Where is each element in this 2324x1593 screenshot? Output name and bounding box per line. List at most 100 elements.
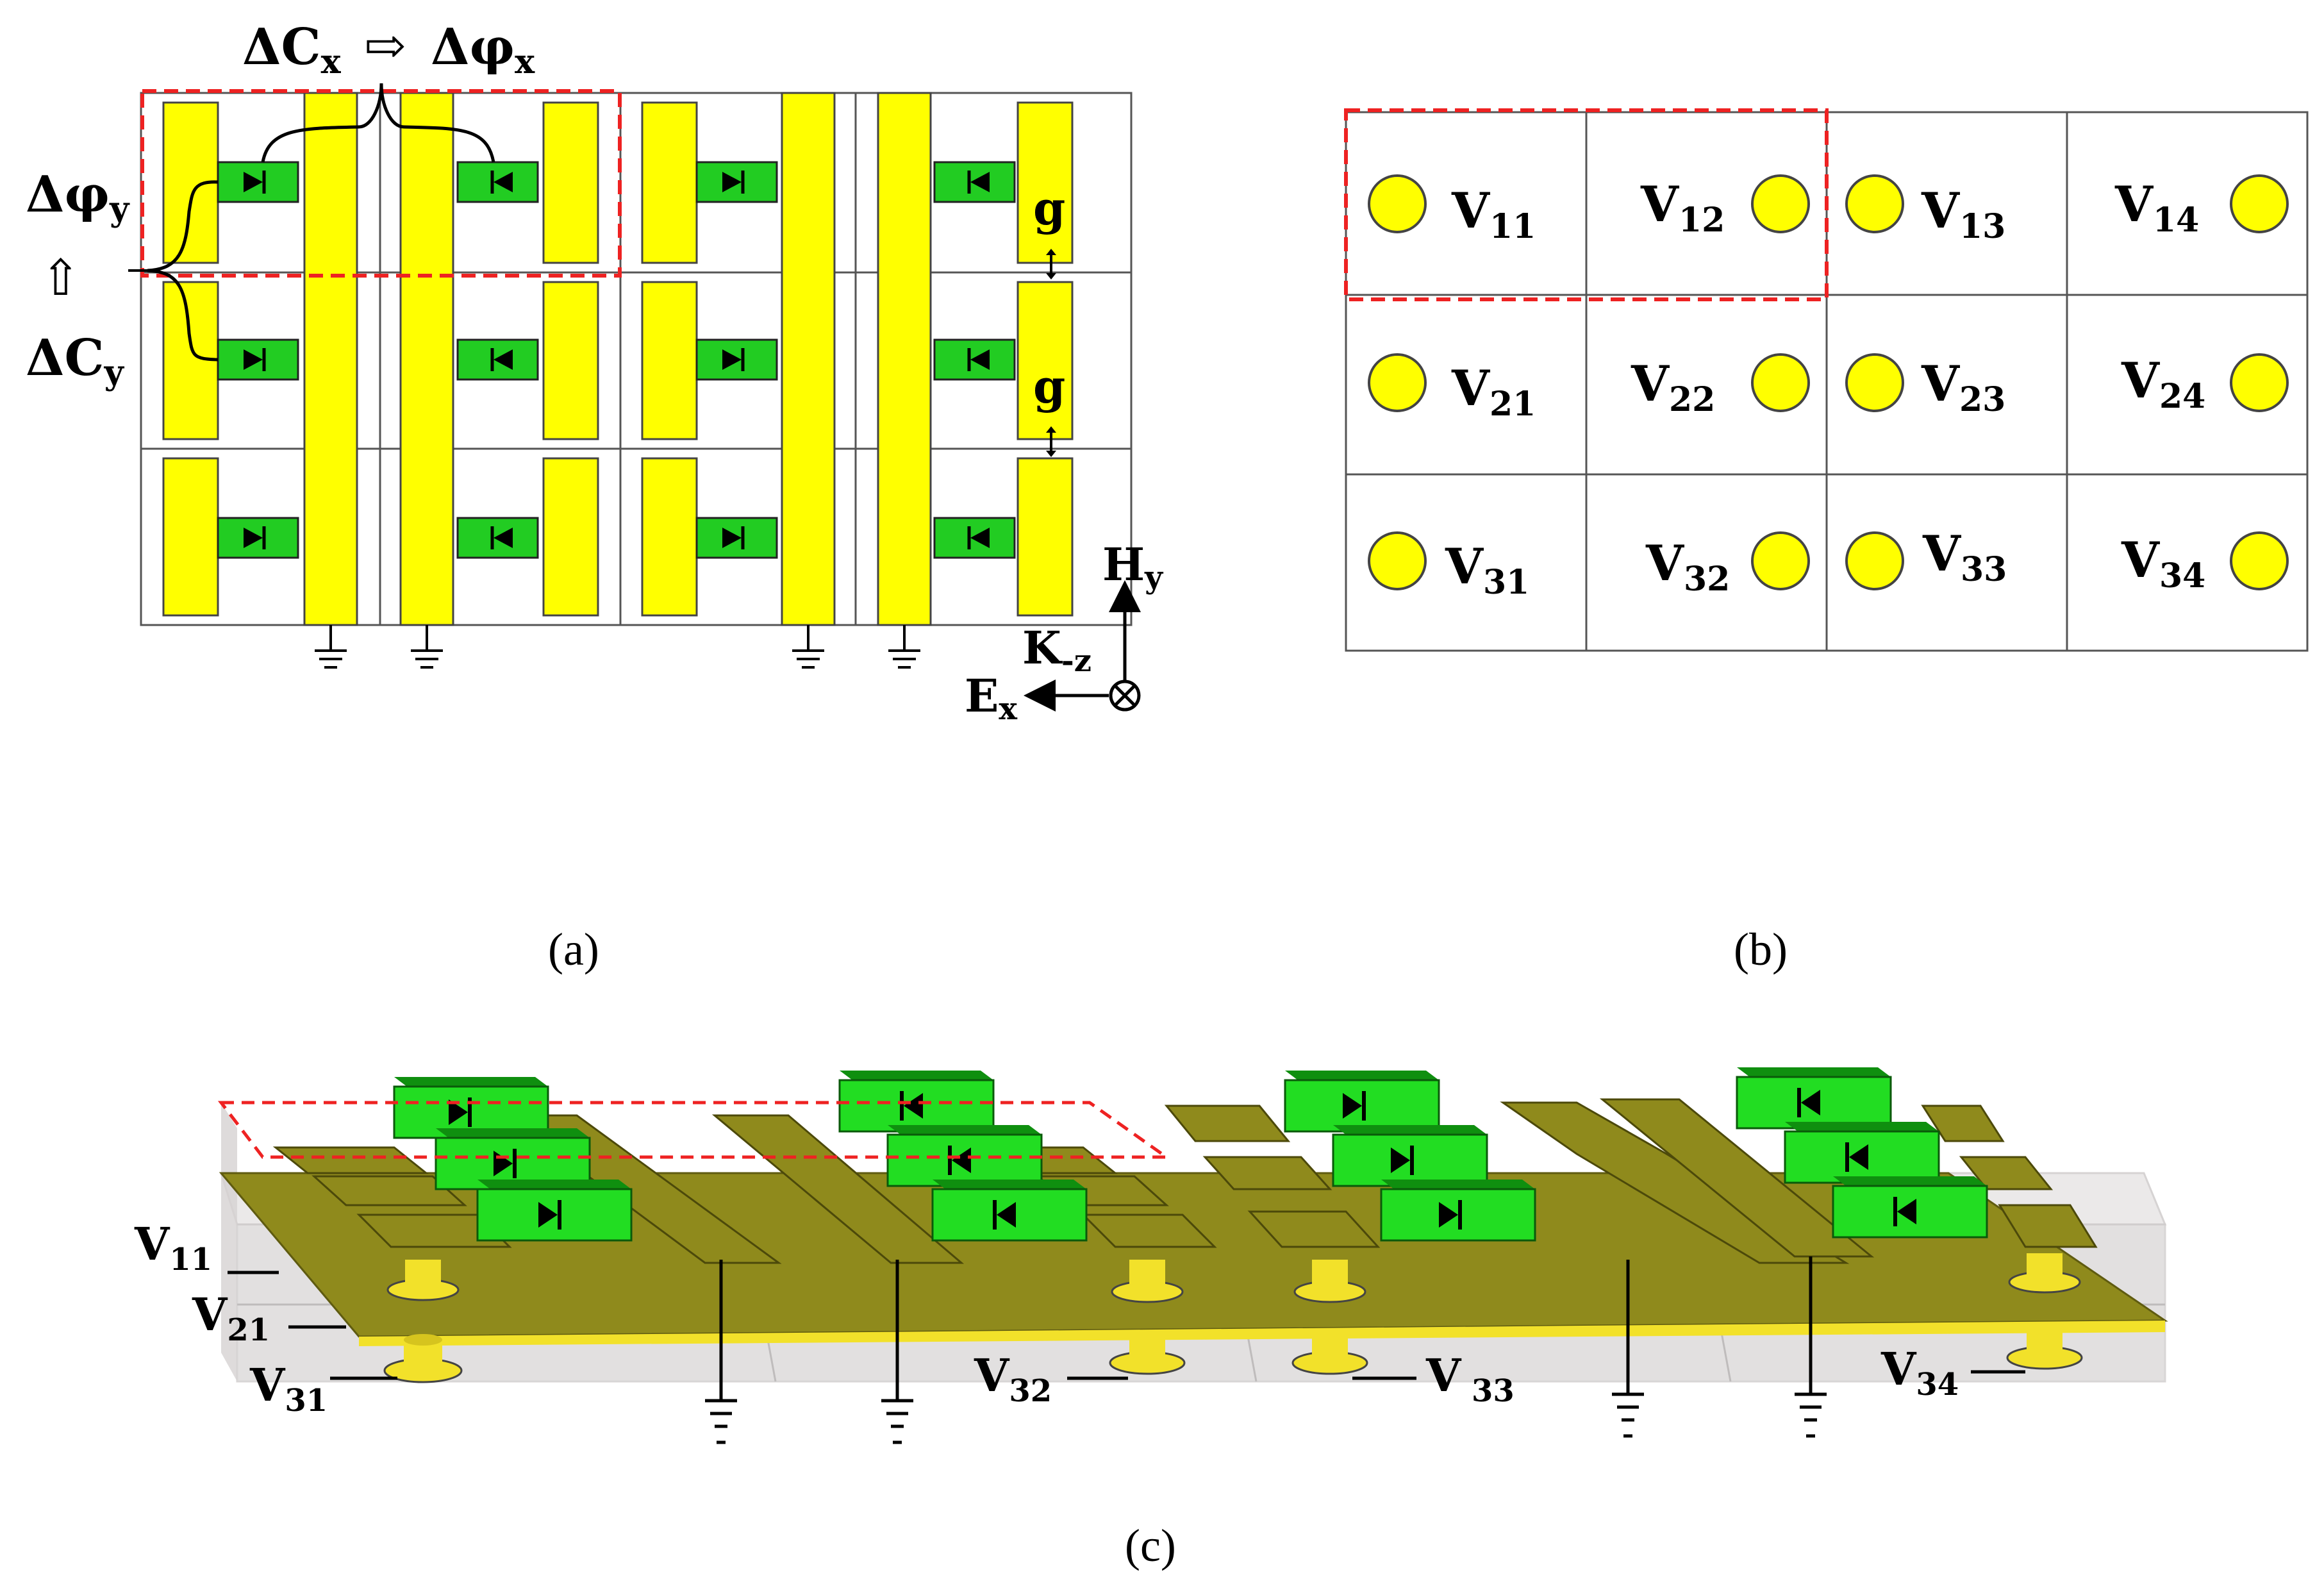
h-axis-label: Hy bbox=[1102, 538, 1164, 596]
diode bbox=[933, 161, 1016, 203]
voltage-label: V13 bbox=[1921, 182, 2005, 246]
patch bbox=[1959, 1156, 2054, 1190]
via-icon bbox=[2006, 1330, 2083, 1370]
diode bbox=[217, 161, 299, 203]
diode bbox=[695, 161, 778, 203]
bias-labels: V11 V21 V31 V32 V 33 V34 bbox=[134, 1217, 1959, 1419]
bias-pads bbox=[1368, 174, 2289, 590]
bias-pad bbox=[1845, 531, 1904, 590]
strip bbox=[303, 92, 358, 626]
ground-symbols bbox=[315, 625, 920, 669]
k-axis-label: K-z bbox=[1022, 621, 1091, 679]
bias-pad bbox=[1751, 353, 1810, 412]
leader-lines bbox=[228, 1271, 2025, 1380]
patch bbox=[542, 281, 599, 440]
strip bbox=[1599, 1098, 1875, 1258]
diode bbox=[456, 161, 539, 203]
patch bbox=[272, 1146, 429, 1174]
ground-icon bbox=[888, 625, 920, 669]
delta-phiy-label: Δφy bbox=[26, 165, 130, 229]
voltage-label: V11 bbox=[1451, 182, 1536, 246]
panel-c: V11 V21 V31 V32 V 33 V34 bbox=[134, 1067, 2168, 1444]
diode bbox=[456, 517, 539, 559]
patch bbox=[641, 281, 698, 440]
voltage-label: V22 bbox=[1631, 355, 1715, 419]
diode bbox=[476, 1180, 633, 1242]
patch bbox=[542, 457, 599, 617]
panel-b: V11 V12 V13 V14 V21 V22 V23 V24 V31 V32 … bbox=[1344, 108, 2309, 652]
ground-icon bbox=[1795, 1392, 1827, 1438]
unit-cell-highlight bbox=[217, 1101, 1172, 1159]
diode bbox=[933, 517, 1016, 559]
gap-label: g bbox=[1033, 359, 1065, 413]
delta-cx-label: ΔCx bbox=[242, 18, 342, 81]
bias-pad bbox=[1368, 174, 1427, 233]
via-icon bbox=[1291, 1337, 1368, 1375]
diode bbox=[456, 338, 539, 381]
diode bbox=[695, 338, 778, 381]
unit-cell-highlight bbox=[140, 89, 622, 278]
bias-label: V32 bbox=[974, 1349, 1052, 1409]
diode bbox=[838, 1071, 995, 1133]
patch bbox=[1017, 101, 1074, 264]
via-icon bbox=[1293, 1260, 1366, 1303]
patch bbox=[1202, 1156, 1332, 1190]
via-icon bbox=[2008, 1253, 2081, 1294]
patches bbox=[162, 92, 1074, 626]
implies-right-arrow: ⇨ bbox=[364, 17, 406, 75]
vias bbox=[383, 1253, 2083, 1383]
diode bbox=[1380, 1180, 1536, 1242]
ground-icon bbox=[705, 1399, 737, 1444]
patch bbox=[356, 1214, 512, 1248]
strip bbox=[711, 1114, 965, 1264]
brace-x bbox=[261, 83, 495, 163]
bias-pad bbox=[1368, 353, 1427, 412]
voltage-label: V24 bbox=[2121, 352, 2205, 416]
diodes bbox=[217, 161, 1016, 559]
voltage-label: V33 bbox=[1922, 525, 2007, 589]
diode bbox=[695, 517, 778, 559]
ground-icon bbox=[792, 625, 824, 669]
voltage-label: V32 bbox=[1645, 535, 1730, 599]
diodes-3d bbox=[393, 1067, 1988, 1242]
bias-pad bbox=[1845, 174, 1904, 233]
panel-a: ΔCx ⇨ Δφx Δφy ⇧ ΔCy g g Hy K-z E bbox=[26, 17, 1164, 727]
patch bbox=[1017, 457, 1074, 617]
strip bbox=[877, 92, 932, 626]
bias-label: V21 bbox=[192, 1288, 270, 1348]
ground-icon bbox=[315, 625, 347, 669]
voltage-label: V14 bbox=[2114, 176, 2199, 240]
axes-indicator: Hy K-z Ex bbox=[965, 538, 1164, 727]
bias-pad bbox=[1845, 353, 1904, 412]
patch bbox=[1164, 1105, 1291, 1142]
strip bbox=[399, 92, 454, 626]
bias-pad bbox=[2230, 353, 2289, 412]
voltage-labels: V11 V12 V13 V14 V21 V22 V23 V24 V31 V32 … bbox=[1445, 176, 2205, 602]
bias-pad bbox=[2230, 174, 2289, 233]
patch bbox=[542, 101, 599, 264]
patch bbox=[641, 457, 698, 617]
patch bbox=[162, 457, 219, 617]
bias-label: V 33 bbox=[1425, 1349, 1515, 1409]
via-icon bbox=[1109, 1337, 1186, 1375]
delta-cy-label: ΔCy bbox=[26, 329, 125, 392]
ground-icon bbox=[411, 625, 443, 669]
voltage-label: V31 bbox=[1445, 538, 1529, 602]
diode bbox=[931, 1180, 1088, 1242]
unit-cell-highlight bbox=[1344, 108, 1829, 301]
diode bbox=[1332, 1125, 1488, 1187]
diode bbox=[1284, 1071, 1440, 1133]
voltage-label: V21 bbox=[1451, 360, 1536, 424]
ground-wires bbox=[705, 1256, 1827, 1444]
patch bbox=[641, 101, 698, 264]
implies-up-arrow: ⇧ bbox=[40, 249, 81, 307]
patch bbox=[311, 1175, 467, 1206]
via-icon bbox=[386, 1260, 460, 1301]
ground-icon bbox=[1612, 1392, 1644, 1438]
caption-b: (b) bbox=[1734, 924, 1788, 975]
voltage-label: V34 bbox=[2121, 531, 2205, 596]
caption-a: (a) bbox=[548, 924, 599, 975]
bias-pad bbox=[1751, 174, 1810, 233]
bias-label: V11 bbox=[134, 1217, 212, 1278]
